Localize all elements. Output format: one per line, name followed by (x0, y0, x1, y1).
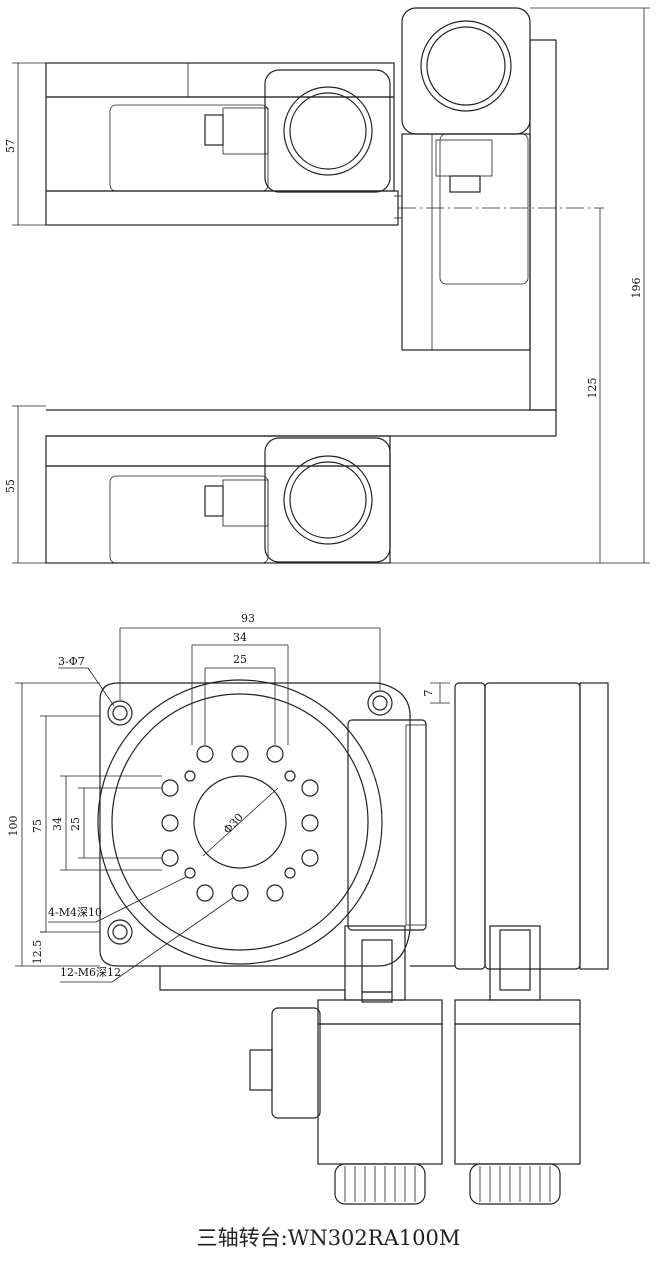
callout-m6: 12-M6深12 (60, 966, 121, 979)
vertical-stage-body (401, 133, 531, 351)
dim-height-75: 75 (31, 819, 44, 833)
center-bore-label: Φ30 (221, 811, 246, 837)
left-lower-handwheel (334, 1163, 426, 1205)
rotary-table-outer (97, 679, 383, 965)
callout-mount-holes: 3-Φ7 (58, 655, 85, 668)
dim-side-7: 7 (422, 690, 435, 697)
left-lower-knob (249, 1049, 273, 1091)
top-stage-motor-housing (264, 69, 391, 193)
bottom-stage-knob (204, 485, 224, 517)
side-view: 57 55 196 125 (4, 7, 650, 564)
top-stage-body (45, 96, 395, 192)
plan-view: Φ30 (7, 612, 609, 1205)
bottom-stage-body (45, 465, 391, 564)
m4-holes (184, 770, 296, 879)
vertical-bracket (529, 39, 557, 411)
m6-holes (161, 745, 319, 902)
dim-left-34: 34 (51, 817, 64, 831)
center-bore (193, 775, 287, 869)
dim-top-height: 57 (4, 139, 17, 153)
base-plate-outline (99, 682, 411, 967)
top-stage-knob (204, 114, 224, 146)
dim-bottom-height: 55 (4, 479, 17, 493)
bottom-stage-motor-circle (289, 461, 367, 539)
dim-inner-bolt: 25 (233, 653, 247, 666)
top-stage-base (45, 190, 399, 226)
top-stage-upper-plate (45, 62, 395, 98)
callout-m4: 4-M4深10 (48, 906, 102, 919)
mount-hole (107, 919, 133, 945)
rotary-table-inner (111, 693, 369, 951)
vertical-stage-knob (449, 175, 481, 193)
vertical-stage-motor-circle (426, 26, 506, 106)
drawing-caption: 三轴转台:WN302RA100M (196, 1226, 461, 1250)
left-lower-motor-flange (317, 999, 443, 1025)
mount-hole (107, 700, 133, 726)
bottom-stage-upper-plate (45, 435, 391, 467)
dim-left-25: 25 (69, 817, 82, 831)
right-lower-motor-body (454, 1023, 581, 1165)
dim-total-height: 196 (630, 278, 643, 299)
right-lower-handwheel (469, 1163, 561, 1205)
dim-overall-width: 93 (241, 612, 255, 625)
dim-bottom-12-5: 12.5 (31, 940, 44, 965)
dim-outer-bolt: 34 (233, 631, 247, 644)
bottom-stage-motor-housing (264, 437, 391, 563)
dim-mid-height: 125 (586, 378, 599, 399)
dim-height-100: 100 (7, 816, 20, 837)
right-lower-motor-flange (454, 999, 581, 1025)
top-stage-motor-circle (289, 92, 367, 170)
mount-hole (367, 690, 393, 716)
left-lower-motor-body (317, 1023, 443, 1165)
